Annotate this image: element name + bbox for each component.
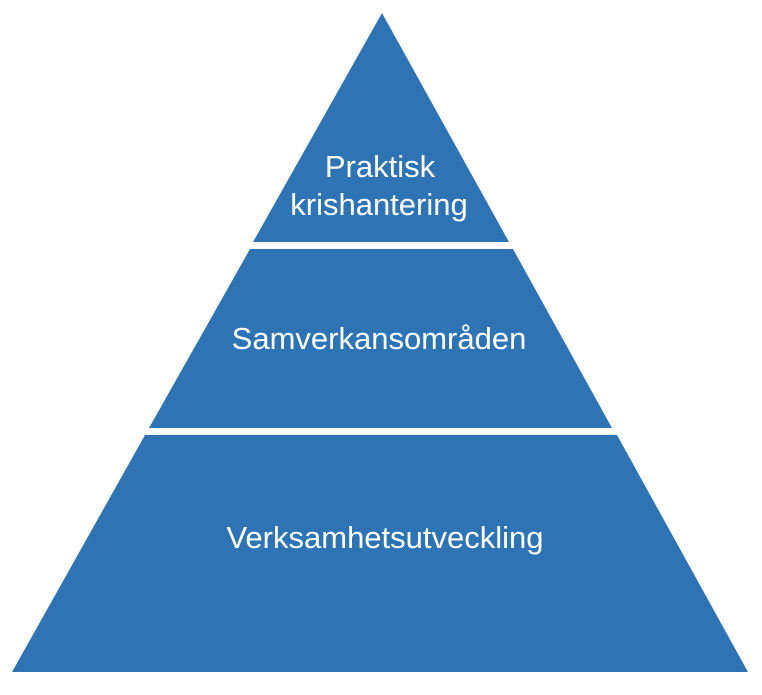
pyramid-level-bottom-label: Verksamhetsutveckling: [226, 520, 543, 555]
pyramid-level-middle-shape: [149, 249, 612, 428]
pyramid-level-top-shape: [253, 13, 509, 242]
pyramid-level-top-label-line2: krishantering: [290, 187, 467, 222]
pyramid-level-bottom-shape: [12, 435, 748, 672]
pyramid-level-middle-label: Samverkansområden: [232, 321, 527, 356]
pyramid-level-top-label-line1: Praktisk: [325, 149, 436, 184]
